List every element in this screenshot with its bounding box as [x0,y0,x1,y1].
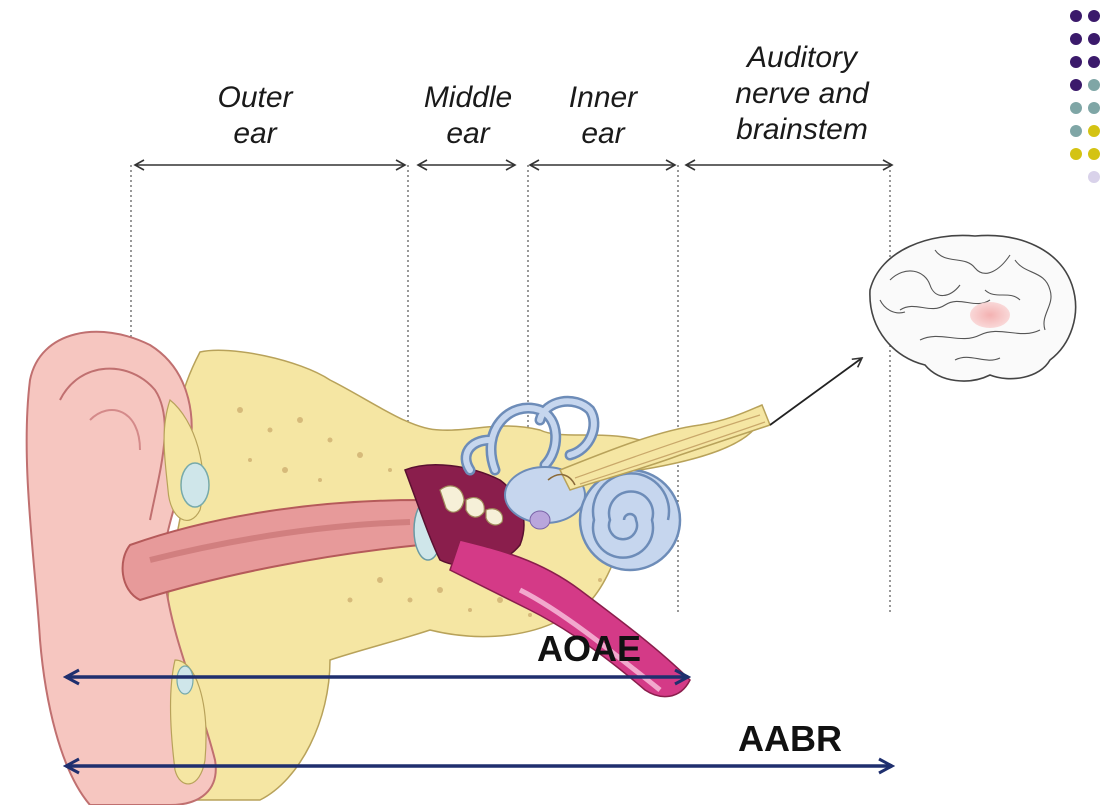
decorative-dot-pattern [1066,4,1112,219]
auditory-cortex-highlight [970,302,1010,328]
cochlea [580,470,680,570]
aabr-label: AABR [738,718,842,760]
nerve-to-brain-arrow [770,358,862,425]
brain-illustration [870,235,1076,381]
aoae-label: AOAE [537,628,641,670]
ear-illustration [27,332,770,805]
